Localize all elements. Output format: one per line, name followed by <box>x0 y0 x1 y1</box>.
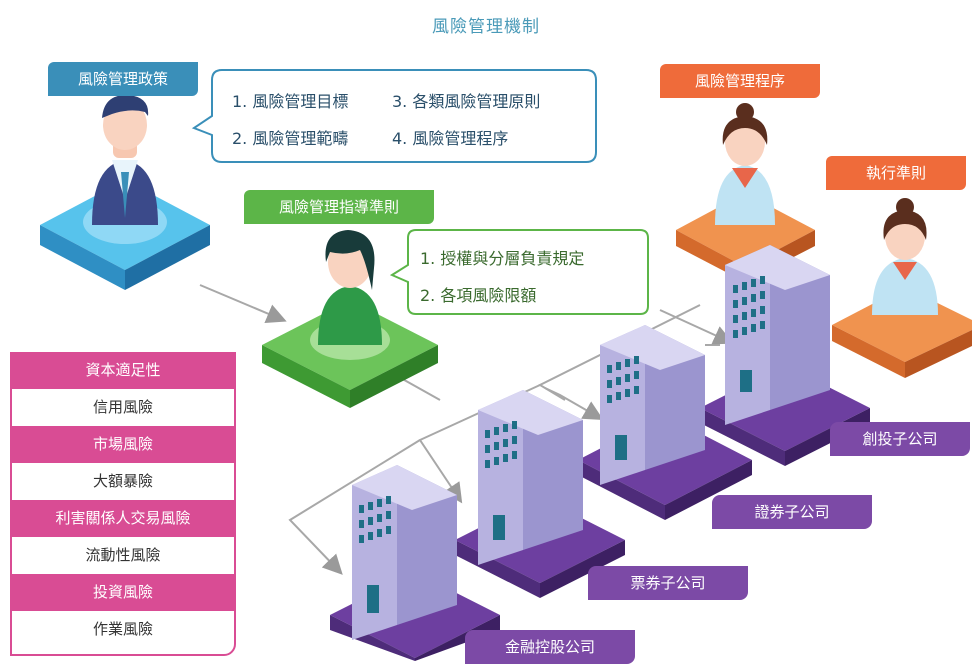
procedures-person-platform <box>676 103 815 282</box>
rules-person-platform <box>832 198 972 378</box>
policy-item-3: 3. 各類風險管理原則 <box>392 92 541 111</box>
policy-item-1: 1. 風險管理目標 <box>232 92 349 111</box>
risk-item: 信用風險 <box>10 389 236 426</box>
risk-item: 投資風險 <box>10 574 236 611</box>
guidelines-person-platform <box>262 230 438 408</box>
risk-item: 流動性風險 <box>10 537 236 574</box>
building-holding <box>330 465 500 661</box>
guidelines-item-1: 1. 授權與分層負責規定 <box>420 249 585 268</box>
procedures-tag: 風險管理程序 <box>660 64 820 98</box>
guidelines-speech-bubble <box>389 229 649 315</box>
guidelines-tag: 風險管理指導準則 <box>244 190 434 224</box>
policy-tag: 風險管理政策 <box>48 62 198 96</box>
company-label-holding: 金融控股公司 <box>465 630 635 664</box>
building-bills <box>455 390 625 598</box>
rules-tag: 執行準則 <box>826 156 966 190</box>
risk-list-frame <box>10 352 236 656</box>
risk-item: 利害關係人交易風險 <box>10 500 236 537</box>
guidelines-item-2: 2. 各項風險限額 <box>420 286 537 305</box>
risk-item: 大額暴險 <box>10 463 236 500</box>
policy-item-4: 4. 風險管理程序 <box>392 129 509 148</box>
policy-person-platform <box>40 94 210 290</box>
company-label-vc: 創投子公司 <box>830 422 970 456</box>
building-securities <box>578 325 752 520</box>
risk-category-list: 資本適足性 信用風險 市場風險 大額暴險 利害關係人交易風險 流動性風險 投資風… <box>10 352 236 648</box>
risk-item: 資本適足性 <box>10 352 236 389</box>
risk-item: 作業風險 <box>10 611 236 648</box>
company-label-bills: 票券子公司 <box>588 566 748 600</box>
risk-item: 市場風險 <box>10 426 236 463</box>
page-title: 風險管理機制 <box>432 17 540 37</box>
policy-speech-bubble <box>191 69 597 163</box>
company-label-securities: 證券子公司 <box>712 495 872 529</box>
policy-item-2: 2. 風險管理範疇 <box>232 129 349 148</box>
